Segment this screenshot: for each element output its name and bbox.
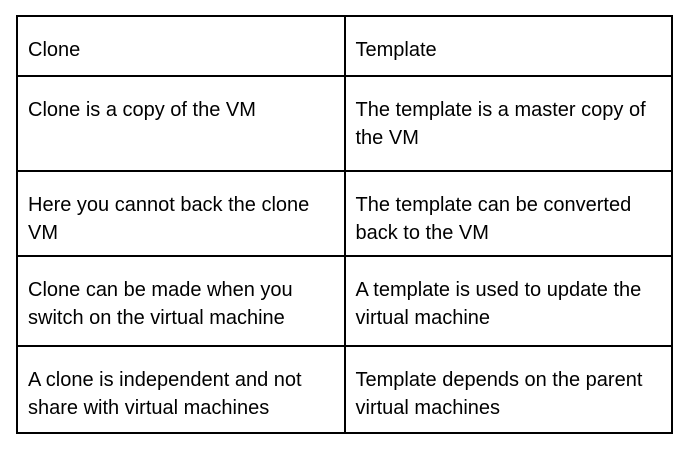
table-row: Clone can be made when you switch on the… (16, 255, 673, 347)
cell-template-row1: The template is a master copy of the VM (343, 75, 673, 172)
clone-vs-template-comparison-table: Clone Template Clone is a copy of the VM… (16, 15, 673, 434)
header-cell-template: Template (343, 15, 673, 77)
cell-template-row3: A template is used to update the virtual… (343, 255, 673, 347)
table-header-row: Clone Template (16, 15, 673, 77)
table-row: Clone is a copy of the VM The template i… (16, 75, 673, 172)
table-row: A clone is independent and not share wit… (16, 345, 673, 434)
cell-clone-row3: Clone can be made when you switch on the… (16, 255, 346, 347)
table-row: Here you cannot back the clone VM The te… (16, 170, 673, 257)
cell-template-row2: The template can be converted back to th… (343, 170, 673, 257)
cell-template-row4: Template depends on the parent virtual m… (343, 345, 673, 434)
header-cell-clone: Clone (16, 15, 346, 77)
cell-clone-row4: A clone is independent and not share wit… (16, 345, 346, 434)
cell-clone-row2: Here you cannot back the clone VM (16, 170, 346, 257)
cell-clone-row1: Clone is a copy of the VM (16, 75, 346, 172)
